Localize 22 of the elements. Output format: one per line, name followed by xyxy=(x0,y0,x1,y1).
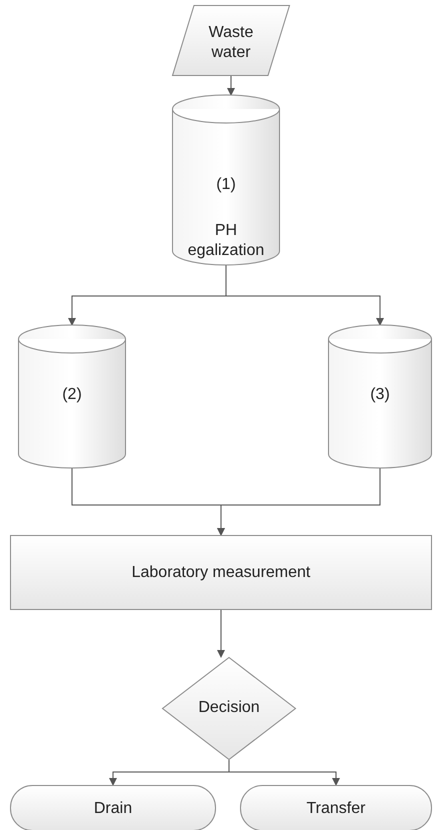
process-box xyxy=(10,535,432,610)
node-label: Drain xyxy=(92,799,134,819)
tank-cylinder xyxy=(328,325,432,468)
tank-number: (1) xyxy=(215,175,237,195)
node-label: (2) xyxy=(61,385,83,405)
node-label: Decision xyxy=(197,698,261,718)
node-label: Laboratory measurement xyxy=(130,563,312,583)
arrow xyxy=(228,760,340,786)
arrow xyxy=(227,76,235,96)
node-label: Waste water xyxy=(208,23,254,63)
arrow xyxy=(217,468,380,536)
arrow xyxy=(226,264,384,326)
arrow xyxy=(217,610,225,658)
tank-cylinder xyxy=(172,95,280,265)
node-label: PH egalization xyxy=(186,221,266,261)
tank-cylinder xyxy=(18,325,126,468)
terminal-shape xyxy=(10,785,216,830)
node-label: (3) xyxy=(369,385,391,405)
node-label: Transfer xyxy=(306,799,366,819)
decision-diamond xyxy=(162,657,296,760)
terminal-shape xyxy=(240,785,432,830)
input-parallelogram xyxy=(172,5,290,76)
